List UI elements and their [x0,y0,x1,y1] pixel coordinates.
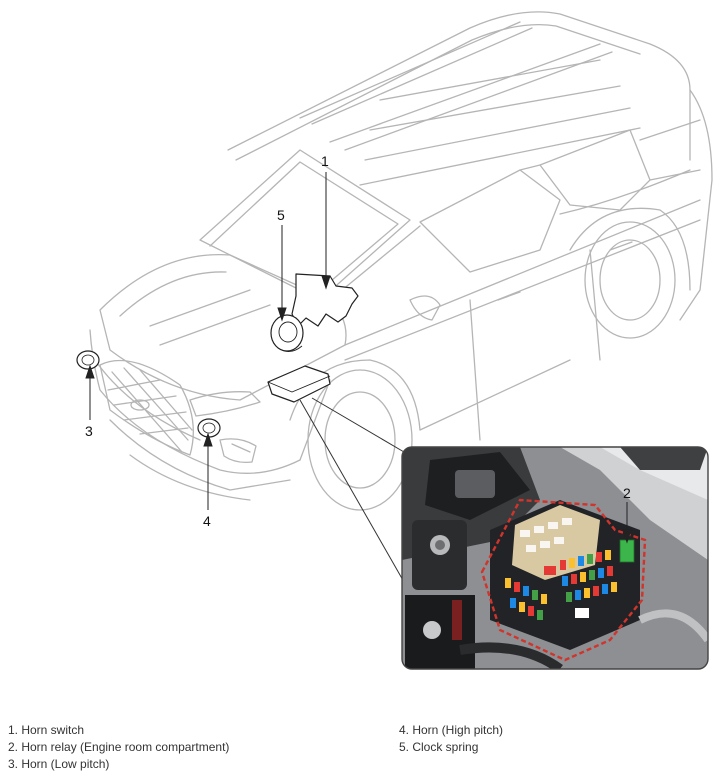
legend-item-2: 2. Horn relay (Engine room compartment) [8,740,230,754]
callout-5: 5 [277,207,285,223]
legend-item-3: 3. Horn (Low pitch) [8,757,110,771]
leader-lines [85,172,632,544]
callout-4: 4 [203,513,211,529]
legend-left: 1. Horn switch 2. Horn relay (Engine roo… [8,722,229,773]
legend-item-5: 5. Clock spring [399,740,479,754]
callout-1: 1 [321,153,329,169]
component-shapes [76,273,359,438]
legend-item-1: 1. Horn switch [8,723,85,737]
engine-room-box-shape [267,365,331,403]
legend-right: 4. Horn (High pitch) 5. Clock spring [399,722,503,756]
legend-item-4: 4. Horn (High pitch) [399,723,504,737]
component-location-diagram: 1 5 3 4 2 [76,11,713,670]
callout-2: 2 [623,485,631,501]
fuse-box-highlight-outline [480,498,647,662]
vehicle-outline [89,11,713,511]
fuse-box-inset-photo [401,446,709,670]
inset-zoom-lines [299,397,405,583]
callout-3: 3 [85,423,93,439]
